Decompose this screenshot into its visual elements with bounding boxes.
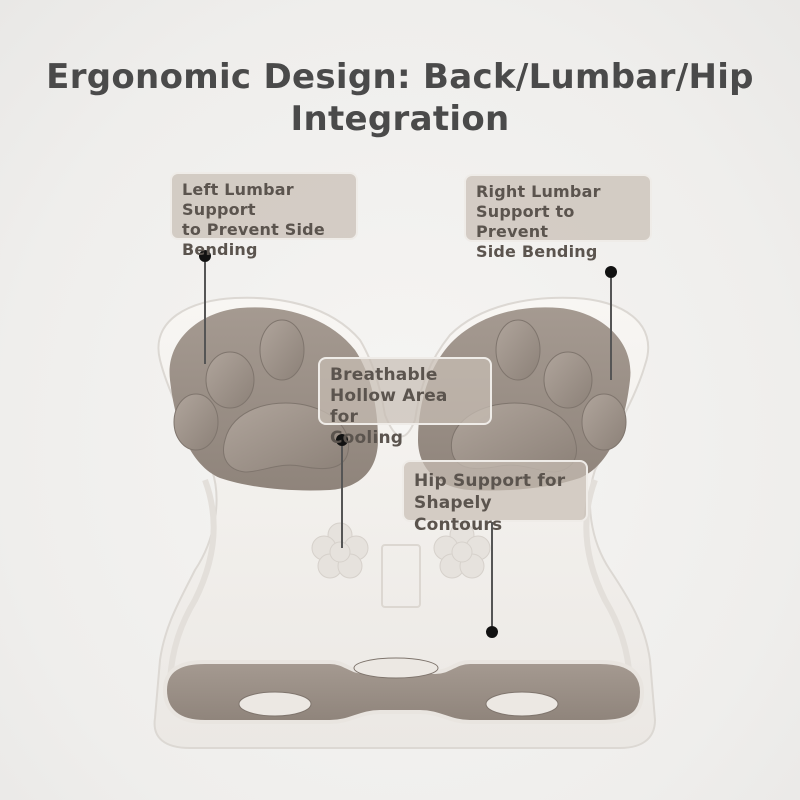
right-toe-1 (495, 319, 541, 381)
left-lumbar-marker (199, 250, 211, 262)
left-toe-3 (259, 319, 305, 381)
callout-text: Right Lumbar (476, 182, 601, 201)
callout-text: Left Lumbar Support (182, 180, 294, 219)
hollow-leader (341, 446, 343, 548)
page-title: Ergonomic Design: Back/Lumbar/Hip Integr… (0, 56, 800, 140)
left-toe-1 (173, 393, 219, 451)
callout-text: Side Bending (476, 242, 598, 261)
seat-hole-left (238, 691, 312, 717)
callout-text: Hollow Area for (330, 386, 448, 427)
callout-text: Breathable (330, 365, 438, 385)
seat-hole-right (485, 691, 559, 717)
callout-text: Bending (182, 240, 258, 259)
callout-text: Cooling (330, 428, 404, 448)
right-toe-3 (581, 393, 627, 451)
left-toe-2 (205, 351, 255, 409)
callout-text: Shapely Contours (414, 493, 503, 535)
title-line-2: Integration (290, 99, 510, 139)
right-flower-cutout (433, 522, 491, 579)
hip-leader (491, 522, 493, 626)
left-flower-cutout (311, 522, 369, 579)
callout-hip-support: Hip Support for Shapely Contours (402, 460, 588, 535)
callout-text: Support to Prevent (476, 202, 575, 241)
hollow-marker (336, 434, 348, 446)
callout-left-lumbar: Left Lumbar Support to Prevent Side Bend… (170, 172, 358, 259)
callout-hollow-area: Breathable Hollow Area for Cooling (318, 357, 492, 448)
center-label-plate (381, 544, 421, 608)
right-lumbar-marker (605, 266, 617, 278)
title-line-1: Ergonomic Design: Back/Lumbar/Hip (46, 57, 754, 97)
left-main-pad (223, 402, 350, 473)
right-lumbar-leader (610, 278, 612, 380)
callout-text: to Prevent Side (182, 220, 325, 239)
seat-hole-center (353, 657, 439, 679)
left-lumbar-leader (204, 262, 206, 364)
callout-right-lumbar: Right Lumbar Support to Prevent Side Ben… (464, 174, 652, 261)
callout-text: Hip Support for (414, 471, 566, 491)
hip-marker (486, 626, 498, 638)
right-toe-2 (543, 351, 593, 409)
